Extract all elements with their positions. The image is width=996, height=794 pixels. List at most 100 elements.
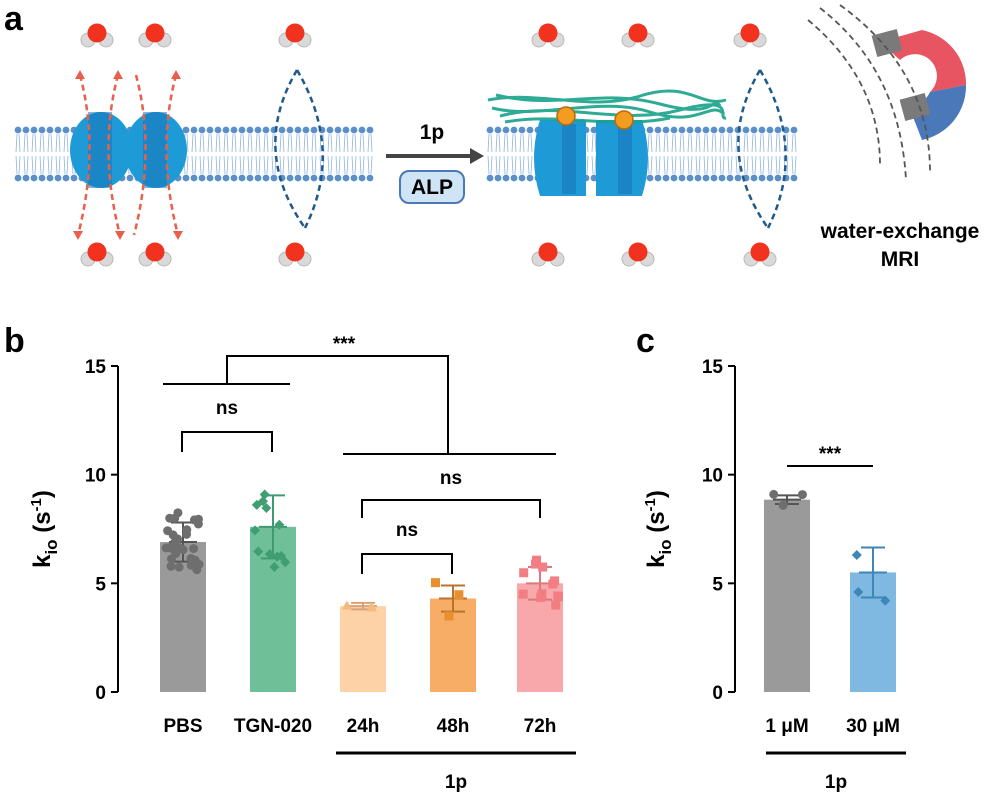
lipid-tail bbox=[735, 133, 741, 175]
category-label: 30 μM bbox=[846, 716, 900, 737]
lipid-head bbox=[190, 174, 198, 182]
y-axis-label-unit: (s bbox=[29, 511, 56, 539]
lipid-tail bbox=[743, 133, 749, 175]
lipid-head bbox=[686, 174, 694, 182]
lipid-head bbox=[590, 126, 598, 134]
lipid-head bbox=[294, 126, 302, 134]
arrow-label-1p: 1p bbox=[420, 121, 445, 144]
lipid-head bbox=[590, 174, 598, 182]
lipid-head bbox=[726, 126, 734, 134]
lipid-head bbox=[246, 174, 254, 182]
lipid-head bbox=[46, 126, 54, 134]
significance-label: ns bbox=[440, 468, 462, 489]
lipid-tail bbox=[335, 133, 341, 175]
lipid-tail bbox=[703, 133, 709, 175]
lipid-head bbox=[270, 174, 278, 182]
lipid-head bbox=[198, 126, 206, 134]
lipid-head bbox=[38, 174, 46, 182]
lipid-tail bbox=[719, 133, 725, 175]
magnetic-field-lines bbox=[807, 4, 931, 181]
lipid-head bbox=[342, 174, 350, 182]
lipid-head bbox=[310, 174, 318, 182]
lipid-head bbox=[486, 126, 494, 134]
lipid-tail bbox=[263, 133, 269, 175]
lipid-head bbox=[494, 174, 502, 182]
lipid-head bbox=[654, 174, 662, 182]
lipid-head bbox=[646, 126, 654, 134]
lipid-tail bbox=[519, 133, 525, 175]
mri-label-line2: MRI bbox=[881, 248, 920, 271]
lipid-head bbox=[230, 174, 238, 182]
data-point bbox=[170, 513, 180, 523]
lipid-head bbox=[222, 174, 230, 182]
lipid-tail bbox=[279, 133, 285, 175]
lipid-tail bbox=[255, 133, 261, 175]
y-axis-label-exp: -1 bbox=[642, 498, 659, 511]
significance-label: *** bbox=[333, 334, 356, 355]
y-tick-label: 15 bbox=[702, 357, 724, 378]
lipid-head bbox=[334, 126, 342, 134]
lipid-tail bbox=[687, 133, 693, 175]
water-o-atom bbox=[750, 242, 770, 262]
lipid-head bbox=[254, 174, 262, 182]
lipid-head bbox=[54, 126, 62, 134]
lipid-head bbox=[326, 126, 334, 134]
y-tick-label: 0 bbox=[95, 683, 106, 704]
lipid-tail bbox=[47, 133, 53, 175]
y-axis-label-main: k bbox=[643, 554, 670, 568]
lipid-head bbox=[30, 174, 38, 182]
lipid-head bbox=[774, 174, 782, 182]
water-o-atom bbox=[740, 23, 760, 43]
lipid-tail bbox=[527, 133, 533, 175]
lipid-tail bbox=[327, 133, 333, 175]
lipid-tail bbox=[359, 133, 365, 175]
lipid-head bbox=[702, 174, 710, 182]
lipid-tail bbox=[495, 133, 501, 175]
lipid-head bbox=[22, 174, 30, 182]
y-axis-label-sub: io bbox=[42, 539, 61, 554]
lipid-tail bbox=[207, 133, 213, 175]
lipid-head bbox=[342, 126, 350, 134]
lipid-head bbox=[358, 174, 366, 182]
lipid-head bbox=[126, 174, 134, 182]
lipid-tail bbox=[679, 133, 685, 175]
data-point bbox=[253, 546, 264, 557]
lipid-tail bbox=[215, 133, 221, 175]
lipid-tail bbox=[191, 133, 197, 175]
group-label: 1p bbox=[445, 772, 467, 793]
lipid-tail bbox=[303, 133, 309, 175]
lipid-head bbox=[22, 126, 30, 134]
lipid-head bbox=[262, 126, 270, 134]
lipid-head bbox=[62, 126, 70, 134]
lipid-tail bbox=[511, 133, 517, 175]
lipid-head bbox=[14, 174, 22, 182]
y-tick-label: 0 bbox=[712, 683, 723, 704]
data-point bbox=[280, 557, 291, 568]
water-o-atom bbox=[145, 23, 165, 43]
lipid-head bbox=[678, 126, 686, 134]
lipid-tail bbox=[727, 133, 733, 175]
lipid-tail bbox=[23, 133, 29, 175]
lipid-head bbox=[246, 126, 254, 134]
significance-label: ns bbox=[396, 520, 418, 541]
lipid-head bbox=[334, 174, 342, 182]
lipid-tail bbox=[55, 133, 61, 175]
data-point bbox=[174, 562, 184, 572]
lipid-head bbox=[182, 174, 190, 182]
lipid-head bbox=[230, 126, 238, 134]
lipid-head bbox=[278, 126, 286, 134]
lipid-head bbox=[718, 174, 726, 182]
lipid-head bbox=[214, 174, 222, 182]
lipid-tail bbox=[783, 133, 789, 175]
lipid-head bbox=[718, 126, 726, 134]
data-point bbox=[173, 534, 183, 544]
water-o-atom bbox=[628, 242, 648, 262]
panel-a-schematic: a bbox=[4, 0, 979, 271]
data-point bbox=[189, 515, 199, 525]
lipid-tail bbox=[711, 133, 717, 175]
lipid-head bbox=[238, 126, 246, 134]
lipid-tail bbox=[63, 133, 69, 175]
